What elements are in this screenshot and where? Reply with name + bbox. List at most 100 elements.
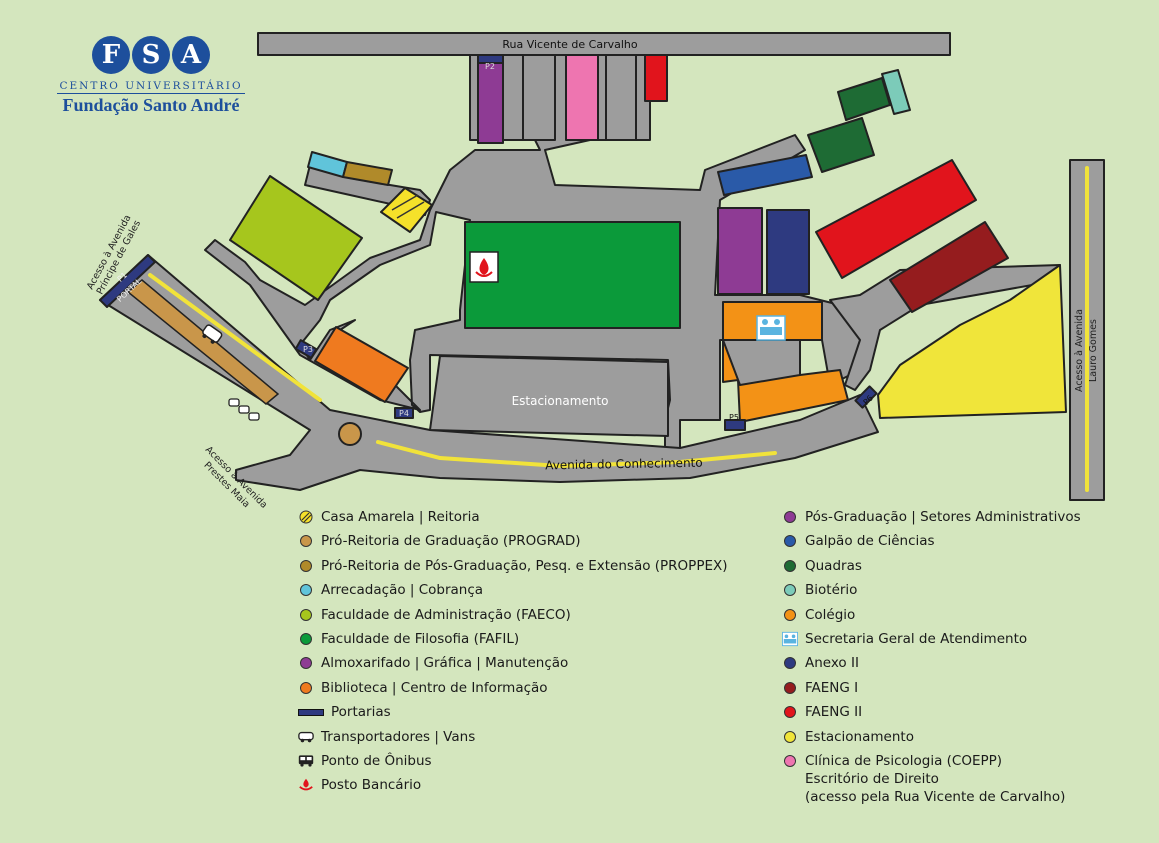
legend-item: Secretaria Geral de Atendimento [782,630,1081,654]
building-faeng-i [889,221,1009,313]
logo-title: Fundação Santo André [62,95,240,115]
legend-dot-icon [300,584,312,597]
legend-item-label: Pós-Graduação | Setores Administrativos [805,509,1081,525]
legend-item-label: Estacionamento [805,728,914,745]
legend-item-label: Anexo II [805,655,859,672]
portaria-bar-icon [298,708,324,716]
legend-item-label: Biotério [805,582,858,599]
legend-dot-icon [300,559,312,572]
building-proppex [342,161,393,186]
bus-icon [202,324,223,344]
legend-item-label: Galpão de Ciências [805,533,935,550]
logo-letter-s: S [132,36,170,74]
building-pos-graduacao [717,207,763,295]
legend-dot-icon [784,706,796,719]
building-fafil [464,221,681,329]
legend-item-label: Pró-Reitoria de Pós-Graduação, Pesq. e E… [321,557,728,574]
legend-item: Biblioteca | Centro de Informação [298,679,728,703]
legend-item: Casa Amarela | Reitoria [298,508,728,532]
legend-dot-icon [784,584,796,597]
legend-item-label: Quadras [805,557,862,574]
legend-item-label: Ponto de Ônibus [321,752,432,769]
building-clinica-psicologia [565,54,599,141]
legend-item: Almoxarifado | Gráfica | Manutenção [298,654,728,678]
legend-dot-icon [300,657,312,670]
label-avenida: Avenida do Conhecimento [545,456,703,473]
legend-item: Faculdade de Administração (FAECO) [298,606,728,630]
legend-item: FAENG I [782,679,1081,703]
legend-item-label: Clínica de Psicologia (COEPP) Escritório… [805,752,1066,805]
legend-dot-icon [300,632,312,645]
portal-p4 [394,407,414,419]
portal-p1 [99,254,156,308]
building-casa-amarela [380,187,433,233]
legend-dot-icon [784,681,796,694]
legend-item-label: Arrecadação | Cobrança [321,582,484,599]
roundabout-prograd [338,422,362,446]
bus-icon [298,755,314,767]
legend-item-label: Pró-Reitoria de Graduação (PROGRAD) [321,533,581,550]
legend-item: Ponto de Ônibus [298,752,728,776]
van-icon [228,398,260,421]
legend-dot-icon [784,657,796,670]
building-biblioteca [314,326,409,403]
portal-p5 [724,419,746,431]
building-bioterio [881,69,911,115]
portal-p3 [294,339,318,359]
legend-item: Transportadores | Vans [298,728,728,752]
legend-item-label: FAENG II [805,704,863,721]
label-p5: P5 [729,413,739,422]
legend-item: Biotério [782,581,1081,605]
label-p2: P2 [485,62,495,71]
legend-dot-icon [300,681,312,694]
legend-item: Pós-Graduação | Setores Administrativos [782,508,1081,532]
fsa-logo: F S A CENTRO UNIVERSITÁRIO Fundação Sant… [56,36,246,116]
legend-item-label: Casa Amarela | Reitoria [321,509,480,525]
legend-item: Estacionamento [782,728,1081,752]
label-p3: P3 [303,345,313,354]
parking-estacionamento [429,355,669,437]
label-p4: P4 [399,409,409,418]
legend-dot-icon [784,608,796,621]
label-estacionamento: Estacionamento [512,394,609,408]
hatch-circle-icon [299,510,313,524]
parking-yellow [877,264,1067,419]
legend-dot-icon [300,608,312,621]
building-galpao-ciencias [717,154,813,196]
legend-item-label: FAENG I [805,679,859,696]
legend-item: Anexo II [782,654,1081,678]
legend-dot-icon [784,511,796,523]
legend-item-label: Secretaria Geral de Atendimento [805,630,1028,647]
building-almoxarifado-top [477,62,504,144]
building-faeco [229,175,363,301]
legend-item-label: Colégio [805,606,856,623]
legend-item: Clínica de Psicologia (COEPP) Escritório… [782,752,1081,806]
legend-dot-icon [300,535,312,548]
legend-item: Galpão de Ciências [782,532,1081,556]
legend-dot-icon [784,559,796,572]
legend-dot-icon [784,730,796,743]
building-faeng-small [644,54,668,102]
santander-flame-icon [469,251,499,283]
service-desk-icon [756,315,786,341]
building-anexo-ii [766,209,810,295]
legend-item-label: Biblioteca | Centro de Informação [321,679,548,696]
legend-item-label: Transportadores | Vans [321,728,476,745]
building-quadras-2 [837,77,891,121]
legend-dot-icon [784,535,796,548]
legend-item: FAENG II [782,703,1081,727]
legend-item: Portarias [298,703,728,727]
logo-letter-a: A [172,36,210,74]
legend-item: Quadras [782,557,1081,581]
legend-item-label: Faculdade de Administração (FAECO) [321,606,571,623]
legend-item: Pró-Reitoria de Graduação (PROGRAD) [298,532,728,556]
legend-item: Faculdade de Filosofia (FAFIL) [298,630,728,654]
legend-item-label: Posto Bancário [321,777,422,794]
van-icon [298,731,314,742]
building-quadras-1 [807,117,875,173]
building-faeng-ii [815,159,977,279]
santander-flame-icon [299,779,313,791]
